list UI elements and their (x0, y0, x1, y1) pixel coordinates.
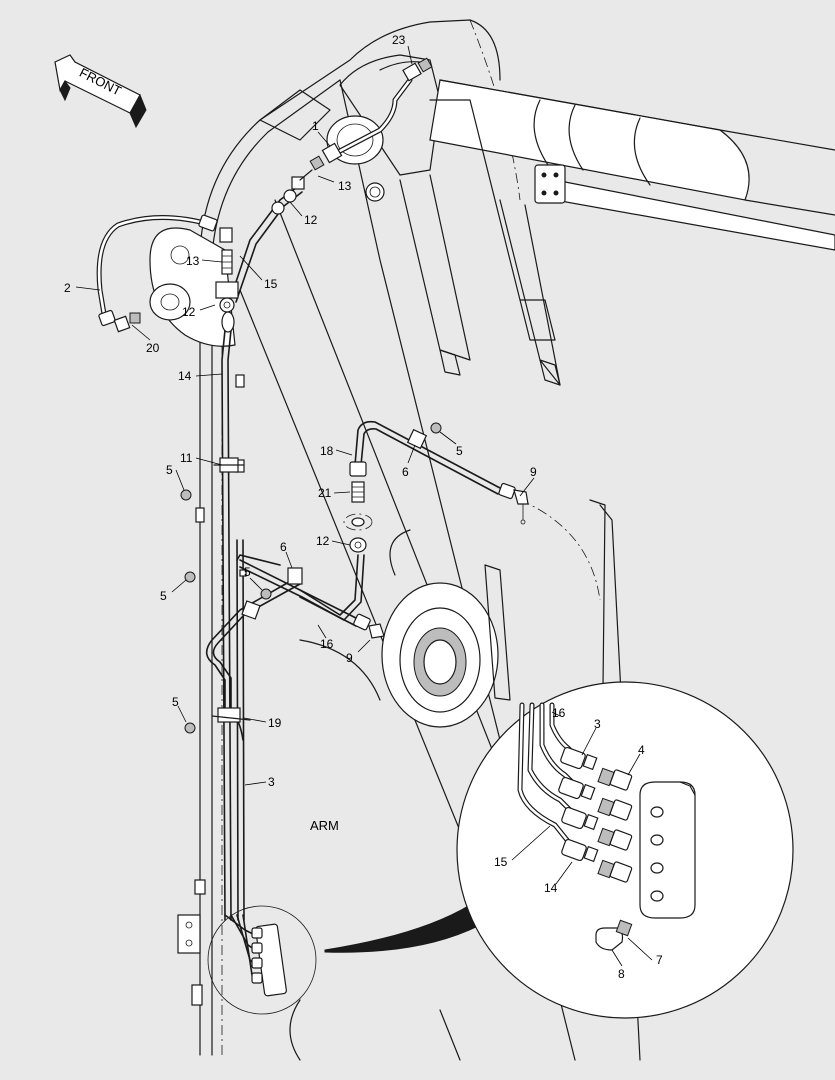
callout-21: 21 (318, 486, 332, 500)
callout-6-lower: 6 (280, 540, 287, 554)
arm-label: ARM (310, 818, 339, 833)
callout-12-mid: 12 (316, 534, 330, 548)
detail-callout-14: 14 (544, 881, 558, 895)
detail-callout-4: 4 (638, 743, 645, 757)
callout-18: 18 (320, 444, 334, 458)
detail-callout-15: 15 (494, 855, 508, 869)
callout-5-d: 5 (160, 589, 167, 603)
pipe-18 (354, 420, 501, 489)
callout-16: 16 (320, 637, 334, 651)
callout-2: 2 (64, 281, 71, 295)
callout-11: 11 (180, 451, 193, 465)
fittings (98, 57, 529, 734)
detail-pointer (324, 904, 481, 953)
pipe-3 (236, 539, 239, 921)
callout-3: 3 (268, 775, 275, 789)
callout-23: 23 (392, 33, 406, 47)
callout-9-upper: 9 (530, 465, 537, 479)
callout-5-c: 5 (244, 565, 251, 579)
callout-5-a: 5 (166, 463, 173, 477)
detail-callout-3: 3 (594, 717, 601, 731)
callout-13-upper: 13 (338, 179, 352, 193)
callout-12-upper: 12 (304, 213, 318, 227)
callouts: 23 1 13 12 13 15 2 12 20 14 11 5 18 5 6 … (64, 33, 663, 981)
detail-view (456, 681, 794, 1019)
front-direction-arrow: FRONT (54, 54, 147, 129)
connector-block-small (207, 905, 317, 1015)
callout-5-e: 5 (172, 695, 179, 709)
callout-20: 20 (146, 341, 160, 355)
detail-callout-8: 8 (618, 967, 625, 981)
callout-5-b: 5 (456, 444, 463, 458)
callout-15-upper: 15 (264, 277, 278, 291)
callout-6-upper: 6 (402, 465, 409, 479)
hydraulic-lines (96, 77, 501, 921)
pipe-16 (239, 554, 359, 616)
detail-callout-7: 7 (656, 953, 663, 967)
callout-12-left: 12 (182, 305, 196, 319)
callout-9-lower: 9 (346, 651, 353, 665)
leader-lines (75, 45, 653, 967)
callout-19: 19 (268, 716, 282, 730)
callout-14-upper: 14 (178, 369, 192, 383)
callout-1: 1 (312, 119, 319, 133)
callout-13-left: 13 (186, 254, 200, 268)
pipe-14 (221, 329, 226, 921)
detail-callout-16: 16 (552, 706, 566, 720)
